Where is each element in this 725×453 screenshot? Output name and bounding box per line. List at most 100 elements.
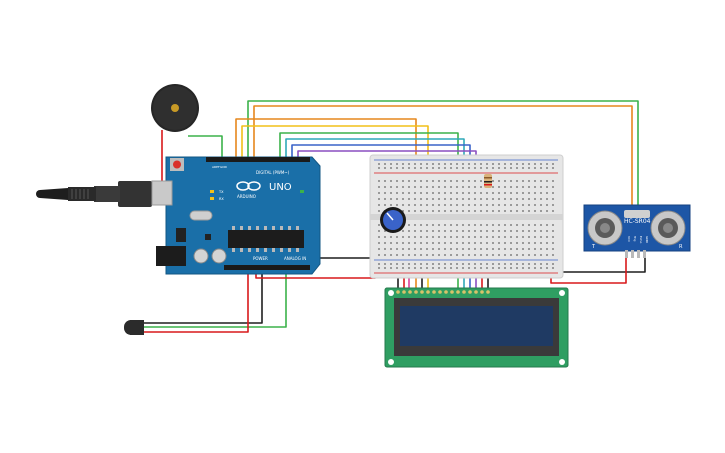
- lcd-pin[interactable]: [408, 290, 412, 294]
- breadboard-hole[interactable]: [444, 167, 446, 169]
- breadboard-hole[interactable]: [408, 267, 410, 269]
- breadboard-hole[interactable]: [540, 210, 542, 212]
- breadboard-hole[interactable]: [456, 210, 458, 212]
- breadboard-hole[interactable]: [432, 198, 434, 200]
- breadboard-hole[interactable]: [498, 267, 500, 269]
- breadboard-hole[interactable]: [522, 224, 524, 226]
- breadboard-hole[interactable]: [438, 267, 440, 269]
- breadboard-hole[interactable]: [534, 263, 536, 265]
- breadboard-hole[interactable]: [426, 263, 428, 265]
- breadboard-hole[interactable]: [510, 263, 512, 265]
- breadboard-hole[interactable]: [474, 186, 476, 188]
- breadboard-hole[interactable]: [420, 267, 422, 269]
- breadboard-hole[interactable]: [420, 198, 422, 200]
- breadboard-hole[interactable]: [426, 267, 428, 269]
- breadboard-hole[interactable]: [426, 224, 428, 226]
- breadboard-hole[interactable]: [420, 192, 422, 194]
- breadboard-hole[interactable]: [450, 224, 452, 226]
- breadboard-hole[interactable]: [468, 192, 470, 194]
- breadboard-hole[interactable]: [438, 192, 440, 194]
- wire-trig-green[interactable]: [247, 100, 639, 206]
- breadboard-hole[interactable]: [540, 198, 542, 200]
- wire-temp-red[interactable]: [144, 268, 249, 333]
- breadboard-hole[interactable]: [378, 224, 380, 226]
- breadboard-hole[interactable]: [546, 230, 548, 232]
- breadboard-hole[interactable]: [402, 263, 404, 265]
- breadboard-hole[interactable]: [534, 180, 536, 182]
- breadboard-hole[interactable]: [414, 267, 416, 269]
- breadboard-hole[interactable]: [414, 230, 416, 232]
- breadboard-hole[interactable]: [516, 248, 518, 250]
- breadboard-hole[interactable]: [528, 210, 530, 212]
- breadboard-hole[interactable]: [414, 167, 416, 169]
- breadboard-hole[interactable]: [498, 210, 500, 212]
- breadboard-hole[interactable]: [492, 267, 494, 269]
- wire-temp-green[interactable]: [144, 268, 287, 328]
- breadboard-hole[interactable]: [534, 267, 536, 269]
- breadboard-hole[interactable]: [486, 242, 488, 244]
- breadboard-hole[interactable]: [414, 242, 416, 244]
- breadboard-hole[interactable]: [408, 198, 410, 200]
- breadboard-hole[interactable]: [522, 254, 524, 256]
- breadboard-hole[interactable]: [534, 242, 536, 244]
- breadboard-hole[interactable]: [414, 180, 416, 182]
- breadboard-hole[interactable]: [414, 192, 416, 194]
- wire-echo-orange[interactable]: [253, 105, 633, 206]
- breadboard-hole[interactable]: [456, 242, 458, 244]
- breadboard-hole[interactable]: [426, 167, 428, 169]
- breadboard-hole[interactable]: [462, 204, 464, 206]
- breadboard-hole[interactable]: [546, 186, 548, 188]
- breadboard-hole[interactable]: [396, 204, 398, 206]
- breadboard-hole[interactable]: [450, 204, 452, 206]
- breadboard-hole[interactable]: [420, 236, 422, 238]
- breadboard-hole[interactable]: [450, 210, 452, 212]
- wire-temp-black[interactable]: [144, 268, 263, 324]
- breadboard-hole[interactable]: [468, 267, 470, 269]
- breadboard-hole[interactable]: [486, 263, 488, 265]
- breadboard-hole[interactable]: [510, 163, 512, 165]
- breadboard-hole[interactable]: [504, 224, 506, 226]
- breadboard-hole[interactable]: [516, 198, 518, 200]
- breadboard-hole[interactable]: [450, 267, 452, 269]
- breadboard-hole[interactable]: [390, 263, 392, 265]
- breadboard-hole[interactable]: [480, 198, 482, 200]
- breadboard-hole[interactable]: [408, 248, 410, 250]
- breadboard-hole[interactable]: [516, 167, 518, 169]
- breadboard-hole[interactable]: [546, 198, 548, 200]
- breadboard-hole[interactable]: [504, 198, 506, 200]
- breadboard-hole[interactable]: [426, 180, 428, 182]
- breadboard-hole[interactable]: [552, 198, 554, 200]
- breadboard-hole[interactable]: [528, 254, 530, 256]
- breadboard-hole[interactable]: [492, 180, 494, 182]
- breadboard-hole[interactable]: [378, 263, 380, 265]
- breadboard-hole[interactable]: [420, 204, 422, 206]
- breadboard-hole[interactable]: [456, 163, 458, 165]
- breadboard-hole[interactable]: [390, 248, 392, 250]
- breadboard-hole[interactable]: [522, 204, 524, 206]
- breadboard-hole[interactable]: [480, 263, 482, 265]
- breadboard-hole[interactable]: [426, 163, 428, 165]
- breadboard-hole[interactable]: [432, 230, 434, 232]
- breadboard-hole[interactable]: [378, 267, 380, 269]
- breadboard-hole[interactable]: [420, 180, 422, 182]
- breadboard-hole[interactable]: [378, 236, 380, 238]
- breadboard-hole[interactable]: [552, 236, 554, 238]
- breadboard-hole[interactable]: [390, 236, 392, 238]
- breadboard-hole[interactable]: [420, 210, 422, 212]
- breadboard-hole[interactable]: [438, 210, 440, 212]
- breadboard-hole[interactable]: [456, 198, 458, 200]
- breadboard-hole[interactable]: [516, 236, 518, 238]
- breadboard-hole[interactable]: [432, 254, 434, 256]
- breadboard-hole[interactable]: [474, 242, 476, 244]
- breadboard-hole[interactable]: [510, 192, 512, 194]
- breadboard-hole[interactable]: [450, 248, 452, 250]
- breadboard-hole[interactable]: [462, 210, 464, 212]
- breadboard-hole[interactable]: [540, 192, 542, 194]
- breadboard-hole[interactable]: [504, 210, 506, 212]
- breadboard-hole[interactable]: [540, 163, 542, 165]
- breadboard-hole[interactable]: [438, 248, 440, 250]
- breadboard-hole[interactable]: [402, 167, 404, 169]
- arduino-uno-board[interactable]: UNO ARDUINO DIGITAL (PWM~) AREF GND TX R…: [151, 156, 321, 275]
- breadboard-hole[interactable]: [444, 263, 446, 265]
- breadboard-hole[interactable]: [522, 263, 524, 265]
